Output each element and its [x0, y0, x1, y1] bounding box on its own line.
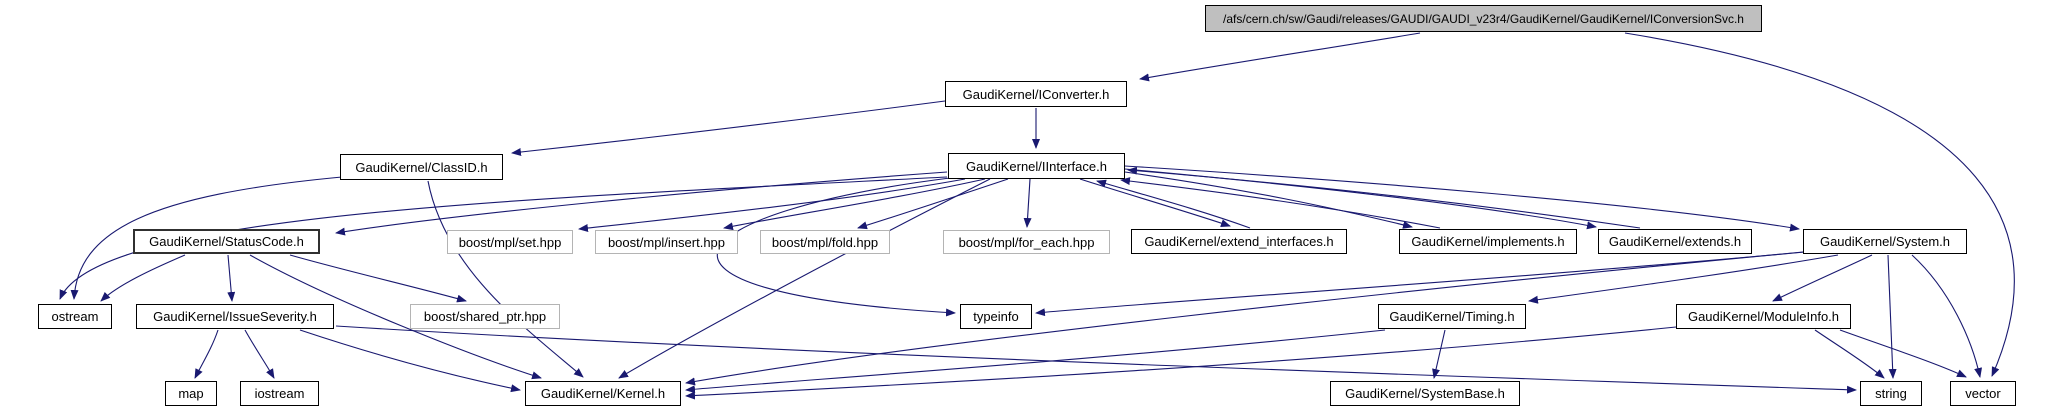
edge-iinterface-to-system	[1124, 165, 1800, 232]
edge-iinterface-to-implements	[1124, 171, 1413, 229]
node-moduleinfo[interactable]: GaudiKernel/ModuleInfo.h	[1676, 304, 1851, 329]
edge-moduleinfo-to-kernel	[685, 326, 1677, 400]
edge-iinterface-to-mpl-insert	[723, 178, 986, 231]
node-label: GaudiKernel/ModuleInfo.h	[1687, 309, 1840, 324]
node-label: string	[1875, 386, 1907, 401]
node-label: boost/mpl/insert.hpp	[607, 234, 726, 250]
node-label: /afs/cern.ch/sw/Gaudi/releases/GAUDI/GAU…	[1223, 11, 1744, 26]
node-label: GaudiKernel/extend_interfaces.h	[1144, 234, 1334, 249]
edge-system-to-kernel	[685, 251, 1804, 386]
node-label: GaudiKernel/StatusCode.h	[149, 234, 304, 249]
edge-iinterface-to-extend-interfaces	[1079, 178, 1231, 227]
edge-issueseverity-to-map	[194, 329, 219, 379]
node-shared-ptr[interactable]: boost/shared_ptr.hpp	[410, 304, 560, 329]
node-statuscode[interactable]: GaudiKernel/StatusCode.h	[133, 229, 320, 254]
edge-iinterface-to-kernel	[618, 178, 991, 379]
edge-classid-to-kernel	[427, 180, 584, 378]
node-kernel[interactable]: GaudiKernel/Kernel.h	[525, 381, 681, 406]
edge-iinterface-to-mpl-fold	[857, 178, 1009, 230]
edge-iinterface-to-extends	[1124, 168, 1597, 230]
node-mpl-insert[interactable]: boost/mpl/insert.hpp	[595, 230, 738, 254]
node-label: GaudiKernel/Timing.h	[1389, 309, 1515, 324]
node-mpl-foreach[interactable]: boost/mpl/for_each.hpp	[943, 230, 1110, 254]
node-label: boost/mpl/for_each.hpp	[958, 234, 1095, 250]
edge-moduleinfo-to-vector	[1839, 329, 1967, 378]
node-systembase[interactable]: GaudiKernel/SystemBase.h	[1330, 381, 1520, 406]
node-label: ostream	[51, 309, 99, 324]
node-label: GaudiKernel/extends.h	[1608, 234, 1742, 249]
edge-statuscode-to-ostream	[100, 254, 186, 302]
node-label: typeinfo	[973, 309, 1019, 324]
node-label: GaudiKernel/System.h	[1819, 234, 1951, 249]
edge-iinterface-to-statuscode	[335, 171, 948, 236]
edge-system-to-string	[1887, 254, 1897, 379]
edge-iinterface-to-mpl-foreach	[1023, 178, 1032, 228]
node-mpl-fold[interactable]: boost/mpl/fold.hpp	[760, 230, 890, 254]
edge-iinterface-to-mpl-set	[578, 178, 966, 233]
node-label: vector	[1965, 386, 2001, 401]
node-map[interactable]: map	[165, 381, 217, 406]
node-typeinfo[interactable]: typeinfo	[960, 304, 1032, 329]
node-label: boost/shared_ptr.hpp	[423, 309, 547, 324]
node-string[interactable]: string	[1860, 381, 1922, 406]
node-label: GaudiKernel/Kernel.h	[540, 386, 666, 401]
node-label: GaudiKernel/implements.h	[1411, 234, 1565, 249]
edge-moduleinfo-to-string	[1814, 329, 1885, 379]
edge-issueseverity-to-iostream	[244, 329, 275, 379]
node-ostream[interactable]: ostream	[38, 304, 112, 329]
node-label: GaudiKernel/IssueSeverity.h	[153, 309, 317, 324]
edge-system-to-timing	[1528, 254, 1839, 304]
edge-timing-to-kernel	[685, 329, 1386, 394]
edge-issueseverity-to-kernel	[299, 329, 521, 393]
edge-extend-interfaces-to-iinterface	[1096, 179, 1251, 229]
node-iinterface[interactable]: GaudiKernel/IInterface.h	[948, 153, 1125, 179]
node-label: GaudiKernel/IConverter.h	[962, 86, 1110, 102]
node-extend-interfaces[interactable]: GaudiKernel/extend_interfaces.h	[1131, 229, 1347, 254]
node-implements[interactable]: GaudiKernel/implements.h	[1399, 229, 1577, 254]
node-label: map	[178, 386, 204, 401]
node-label: GaudiKernel/SystemBase.h	[1345, 386, 1505, 401]
node-label: boost/mpl/fold.hpp	[771, 234, 879, 250]
node-label: GaudiKernel/ClassID.h	[355, 159, 488, 175]
edge-implements-to-iinterface	[1120, 177, 1441, 229]
edge-system-to-moduleinfo	[1772, 254, 1873, 302]
node-mpl-set[interactable]: boost/mpl/set.hpp	[447, 230, 573, 254]
edge-statuscode-to-issueseverity	[227, 254, 236, 302]
node-label: boost/mpl/set.hpp	[458, 234, 562, 250]
node-iconverter[interactable]: GaudiKernel/IConverter.h	[945, 81, 1127, 107]
edge-statuscode-to-shared-ptr	[289, 254, 467, 303]
node-iostream[interactable]: iostream	[240, 381, 319, 406]
node-label: GaudiKernel/IInterface.h	[966, 158, 1107, 174]
node-vector[interactable]: vector	[1950, 381, 2016, 406]
node-timing[interactable]: GaudiKernel/Timing.h	[1378, 304, 1526, 329]
node-iconversionsvc[interactable]: /afs/cern.ch/sw/Gaudi/releases/GAUDI/GAU…	[1205, 5, 1762, 32]
edge-iconversionsvc-to-iconverter	[1139, 32, 1421, 82]
edge-extends-to-iinterface	[1127, 166, 1641, 229]
edge-iconverter-to-classid	[511, 100, 946, 156]
node-issueseverity[interactable]: GaudiKernel/IssueSeverity.h	[136, 304, 334, 329]
node-label: iostream	[254, 386, 305, 401]
edge-system-to-vector	[1911, 254, 1983, 378]
node-classid[interactable]: GaudiKernel/ClassID.h	[340, 154, 503, 180]
node-extends[interactable]: GaudiKernel/extends.h	[1598, 229, 1752, 254]
edge-timing-to-systembase	[1432, 329, 1446, 379]
node-system[interactable]: GaudiKernel/System.h	[1803, 229, 1967, 254]
